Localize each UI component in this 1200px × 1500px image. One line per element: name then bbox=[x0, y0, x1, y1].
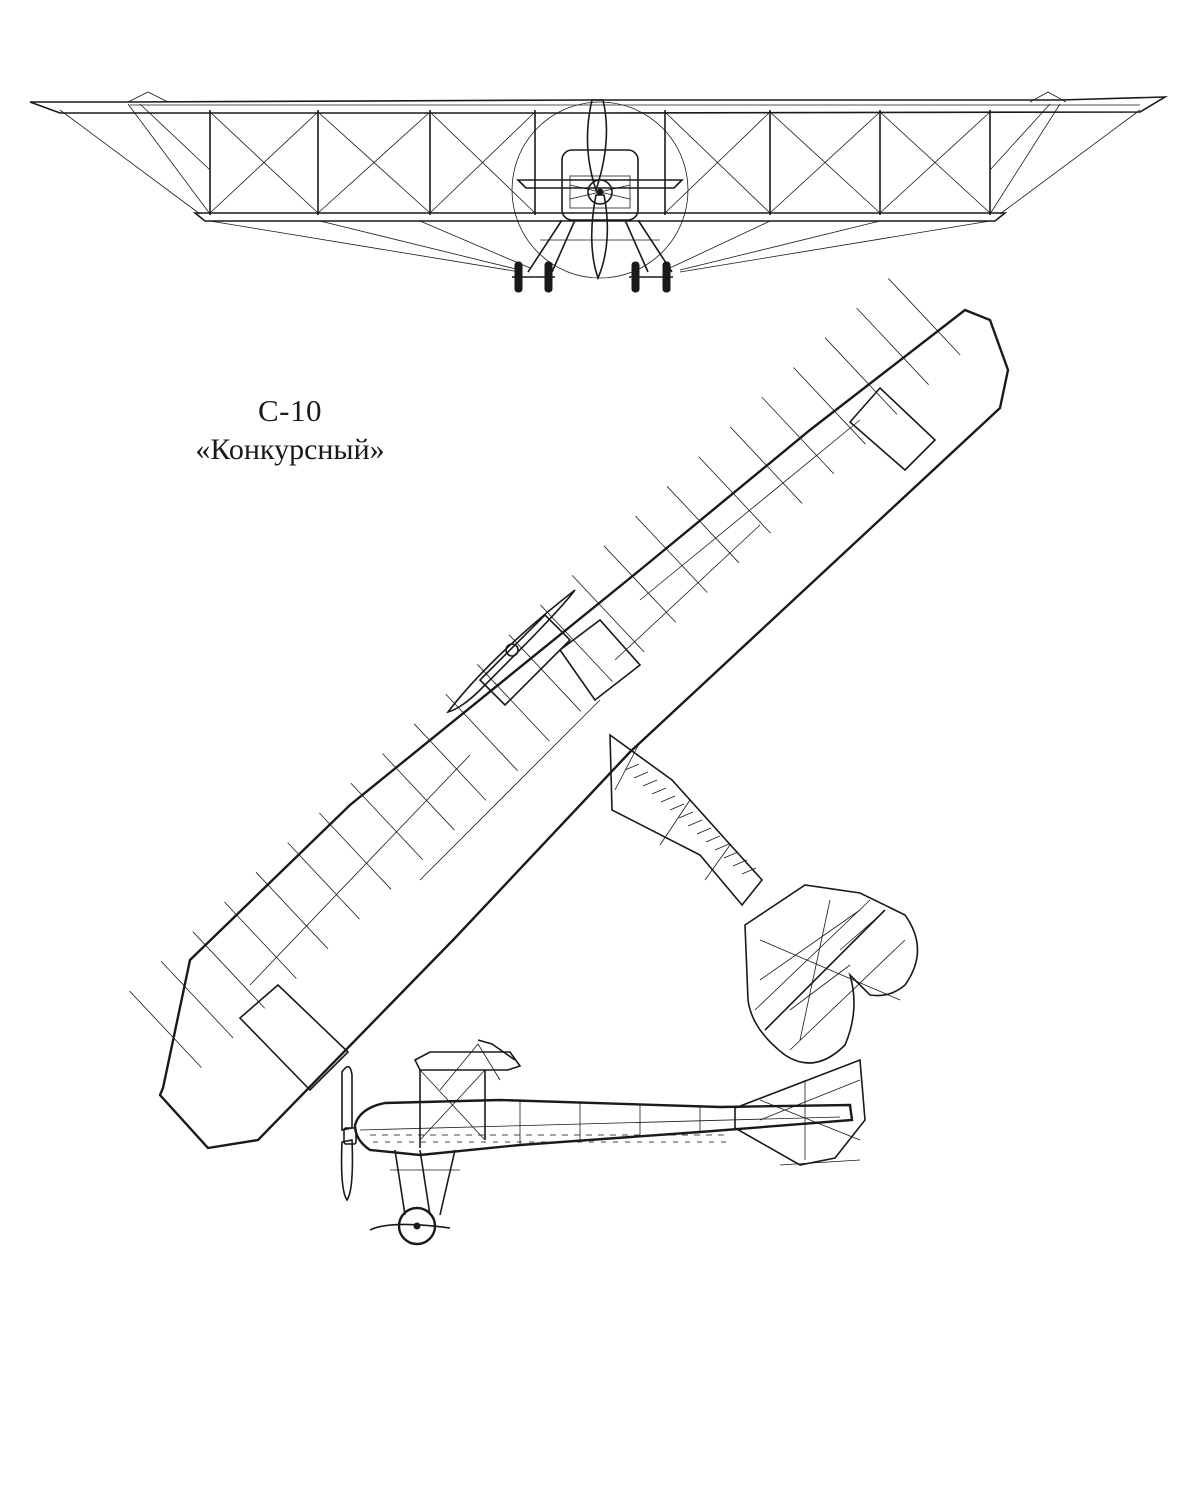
wing-rib bbox=[350, 782, 424, 861]
front-propeller bbox=[586, 99, 609, 281]
front-view bbox=[29, 91, 1169, 293]
wing-rib bbox=[318, 812, 392, 890]
top-tailplane bbox=[744, 884, 919, 1064]
fabric-hatch bbox=[678, 811, 694, 819]
tail-wire bbox=[799, 899, 831, 1041]
fuselage-fabric-hatching bbox=[624, 763, 757, 875]
wing-rib bbox=[224, 901, 297, 979]
left-aileron bbox=[238, 983, 350, 1092]
wing-rib bbox=[129, 990, 202, 1068]
tail-wire bbox=[754, 899, 871, 1011]
right-aileron bbox=[848, 386, 937, 472]
bracing-wire bbox=[664, 111, 771, 214]
aircraft-name: «Конкурсный» bbox=[195, 433, 385, 466]
fabric-hatch bbox=[741, 867, 757, 875]
top-wing-bracing bbox=[249, 419, 861, 986]
wing-rib bbox=[255, 872, 329, 950]
top-propeller bbox=[445, 589, 576, 714]
side-propeller bbox=[340, 1065, 357, 1202]
fabric-hatch bbox=[705, 835, 721, 843]
wing-rib bbox=[192, 931, 265, 1009]
wing-rib bbox=[761, 396, 835, 475]
side-undercarriage bbox=[369, 1149, 460, 1246]
side-fuselage-hatching bbox=[370, 1134, 726, 1143]
wing-rib bbox=[729, 426, 803, 504]
fabric-hatch bbox=[660, 795, 676, 803]
fabric-hatch bbox=[642, 779, 658, 787]
wing-rib bbox=[666, 486, 740, 564]
wing-rib bbox=[571, 575, 645, 653]
front-landing-wires bbox=[209, 220, 991, 273]
top-fuselage bbox=[609, 733, 764, 907]
bracing-wire bbox=[317, 111, 431, 214]
side-tail bbox=[734, 1058, 866, 1166]
fabric-hatch bbox=[624, 763, 640, 771]
tail-bracing-wires bbox=[754, 899, 906, 1051]
wing-rib bbox=[540, 604, 613, 682]
tail-wire bbox=[789, 939, 906, 1051]
wing-rib bbox=[635, 515, 708, 593]
wing-rib bbox=[382, 753, 455, 831]
side-fuselage bbox=[353, 1098, 854, 1157]
front-outer-bracing bbox=[59, 103, 1141, 215]
top-view bbox=[129, 278, 1010, 1150]
fabric-hatch bbox=[687, 819, 703, 827]
bracing-wire bbox=[879, 111, 991, 214]
fabric-hatch bbox=[696, 827, 712, 835]
bracing-wire bbox=[769, 111, 881, 214]
fabric-hatch bbox=[732, 859, 748, 867]
fabric-hatch bbox=[651, 787, 667, 795]
top-main-wing bbox=[129, 278, 1010, 1150]
front-engine bbox=[511, 101, 689, 279]
fabric-hatch bbox=[633, 771, 649, 779]
side-wing bbox=[413, 1039, 522, 1148]
wing-rib bbox=[888, 278, 961, 356]
bracing-wire bbox=[209, 111, 319, 214]
front-interplane-struts bbox=[209, 110, 991, 215]
wing-rib bbox=[287, 842, 360, 920]
wing-rib bbox=[856, 307, 929, 385]
wing-rib bbox=[445, 693, 518, 771]
wing-rib bbox=[477, 664, 550, 742]
wing-rib bbox=[603, 545, 676, 623]
tail-wire bbox=[759, 939, 901, 1001]
wing-centre-section bbox=[558, 618, 642, 702]
wing-rib bbox=[160, 961, 234, 1039]
bracing-wire bbox=[429, 111, 536, 214]
front-upper-wing bbox=[29, 91, 1169, 114]
tail-wire bbox=[759, 909, 861, 981]
wing-rib bbox=[698, 456, 771, 534]
aircraft-designation: С-10 bbox=[258, 393, 322, 428]
wing-rib bbox=[413, 723, 487, 801]
front-lower-wing bbox=[192, 212, 1008, 222]
fabric-hatch bbox=[714, 843, 730, 851]
side-view bbox=[340, 1039, 866, 1246]
wing-rib bbox=[793, 367, 866, 445]
wing-rib bbox=[824, 337, 898, 415]
fabric-hatch bbox=[723, 851, 739, 859]
fabric-hatch bbox=[669, 803, 685, 811]
front-wheels bbox=[512, 261, 673, 293]
